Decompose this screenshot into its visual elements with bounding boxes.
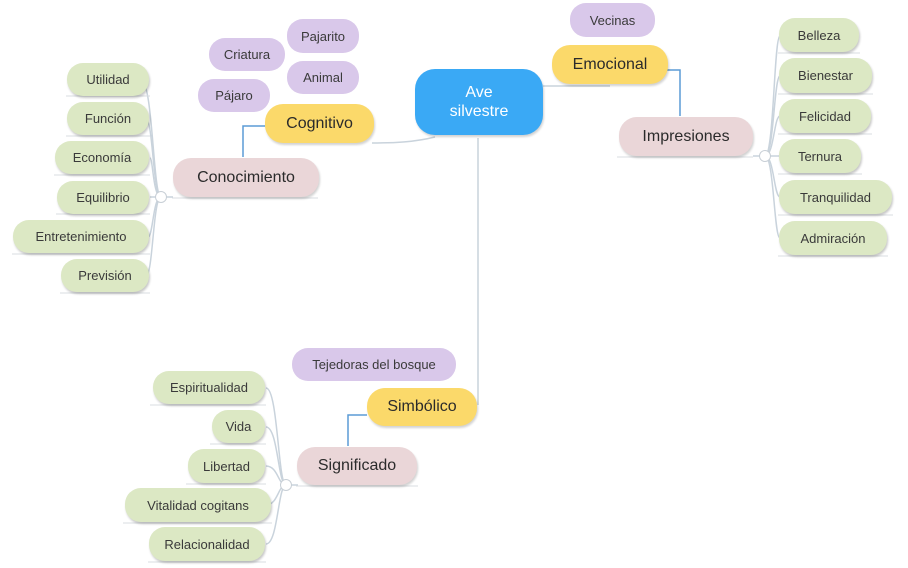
leaf-espiritualidad[interactable]: Espiritualidad [153, 371, 265, 404]
collapse-toggle-impresiones[interactable] [759, 150, 771, 162]
tag-criatura-label: Criatura [223, 47, 271, 62]
leaf-equilibrio-label: Equilibrio [76, 190, 130, 205]
leaf-tranquilidad-label: Tranquilidad [799, 189, 872, 205]
tag-pajaro-label: Pájaro [215, 88, 253, 103]
tag-vecinas[interactable]: Vecinas [570, 3, 655, 37]
connector-simbolico-significado [347, 414, 367, 446]
leaf-funcion-label: Función [84, 111, 132, 126]
tag-tejedoras-label: Tejedoras del bosque [312, 357, 436, 372]
sub-branch-significado[interactable]: Significado [297, 447, 417, 485]
leaf-prevision-label: Previsión [78, 268, 132, 283]
connector-emocional-impresiones [667, 69, 681, 116]
leaf-admiracion-label: Admiración [800, 230, 866, 246]
leaf-economia-label: Economía [72, 150, 132, 165]
tag-vecinas-label: Vecinas [589, 12, 636, 28]
collapse-toggle-conocimiento[interactable] [155, 191, 167, 203]
leaf-belleza[interactable]: Belleza [779, 18, 859, 52]
sub-branch-impresiones-label: Impresiones [642, 127, 730, 145]
leaf-funcion[interactable]: Función [67, 102, 149, 135]
leaf-vitalidad-cogitans[interactable]: Vitalidad cogitans [125, 488, 271, 522]
branch-cognitivo[interactable]: Cognitivo [265, 104, 374, 143]
root-node[interactable]: Ave silvestre [415, 69, 543, 135]
tag-animal[interactable]: Animal [287, 61, 359, 94]
leaf-utilidad[interactable]: Utilidad [67, 63, 149, 96]
sub-branch-significado-label: Significado [317, 457, 397, 474]
leaf-relacionalidad-label: Relacionalidad [164, 536, 250, 552]
branch-simbolico[interactable]: Simbólico [367, 388, 477, 426]
tag-criatura[interactable]: Criatura [209, 38, 285, 71]
branch-simbolico-label: Simbólico [387, 398, 457, 415]
collapse-toggle-significado[interactable] [280, 479, 292, 491]
leaf-entretenimiento-label: Entretenimiento [35, 229, 127, 244]
tag-pajaro[interactable]: Pájaro [198, 79, 270, 112]
leaf-vitalidad-cogitans-label: Vitalidad cogitans [147, 497, 249, 513]
leaf-libertad-label: Libertad [203, 458, 250, 474]
leaf-belleza-label: Belleza [797, 27, 841, 43]
branch-emocional[interactable]: Emocional [552, 45, 668, 84]
tag-animal-label: Animal [303, 70, 343, 85]
connector-cognitivo-conocimiento [242, 125, 265, 157]
leaf-vida-label: Vida [225, 419, 252, 434]
leaf-prevision[interactable]: Previsión [61, 259, 149, 292]
root-label: Ave silvestre [449, 84, 509, 120]
leaf-utilidad-label: Utilidad [86, 72, 130, 87]
leaf-espiritualidad-label: Espiritualidad [169, 380, 249, 395]
leaf-admiracion[interactable]: Admiración [779, 221, 887, 255]
leaf-ternura-label: Ternura [797, 148, 843, 164]
leaf-tranquilidad[interactable]: Tranquilidad [779, 180, 892, 214]
tag-pajarito[interactable]: Pajarito [287, 19, 359, 53]
leaf-libertad[interactable]: Libertad [188, 449, 265, 483]
leaf-bienestar[interactable]: Bienestar [779, 58, 872, 93]
tag-tejedoras-del-bosque[interactable]: Tejedoras del bosque [292, 348, 456, 381]
leaf-vida[interactable]: Vida [212, 410, 265, 443]
sub-branch-conocimiento[interactable]: Conocimiento [173, 158, 319, 197]
branch-emocional-label: Emocional [572, 55, 648, 73]
sub-branch-impresiones[interactable]: Impresiones [619, 117, 753, 156]
leaf-equilibrio[interactable]: Equilibrio [57, 181, 149, 214]
leaf-ternura[interactable]: Ternura [779, 139, 861, 173]
branch-cognitivo-label: Cognitivo [286, 114, 353, 132]
sub-branch-conocimiento-label: Conocimiento [197, 168, 295, 186]
tag-pajarito-label: Pajarito [300, 28, 346, 44]
leaf-entretenimiento[interactable]: Entretenimiento [13, 220, 149, 253]
leaf-felicidad-label: Felicidad [798, 108, 852, 124]
leaf-relacionalidad[interactable]: Relacionalidad [149, 527, 265, 561]
leaf-economia[interactable]: Economía [55, 141, 149, 174]
leaf-felicidad[interactable]: Felicidad [779, 99, 871, 133]
connector-root-cognitivo [371, 136, 436, 144]
leaf-bienestar-label: Bienestar [798, 68, 853, 83]
